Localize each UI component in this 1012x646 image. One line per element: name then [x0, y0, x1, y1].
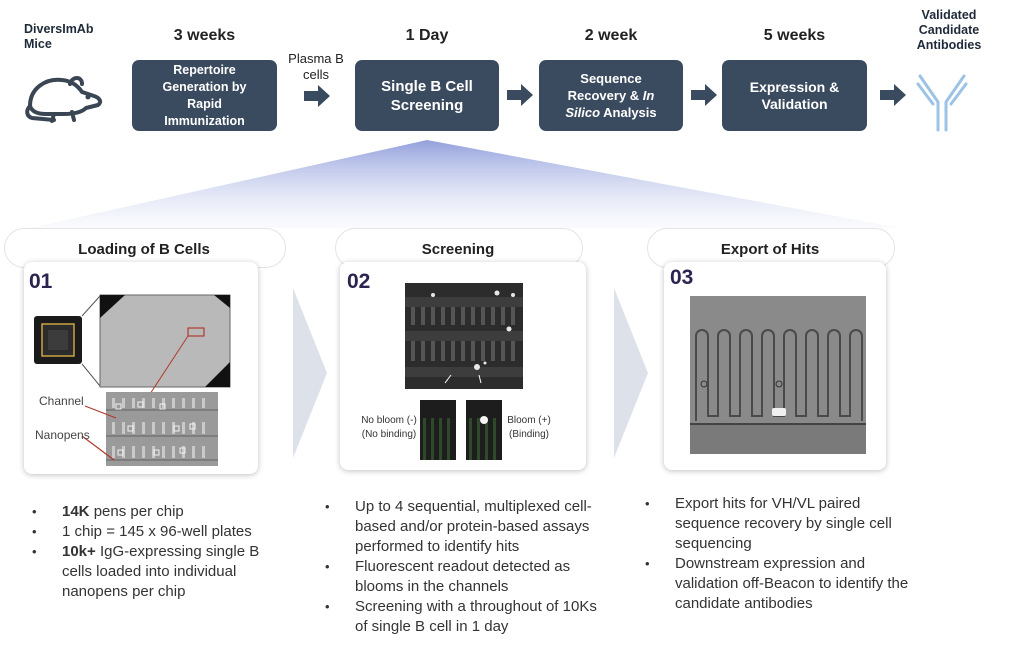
- bullet-item: Export hits for VH/VL paired sequence re…: [643, 494, 928, 554]
- validated-antibodies-label: Validated Candidate Antibodies: [916, 8, 982, 52]
- arrow-right-icon: [507, 84, 533, 106]
- chip-image: [34, 294, 231, 466]
- arrow-right-icon: [880, 84, 906, 106]
- no-bloom-image: [420, 400, 456, 460]
- chevron-right-icon: [614, 288, 648, 458]
- step-sequence-recovery: Sequence Recovery & In Silico Analysis: [539, 60, 683, 131]
- step-single-b-cell-screening: Single B Cell Screening: [355, 60, 499, 131]
- arrow-right-icon: [304, 85, 330, 107]
- step-label: Single B Cell Screening: [381, 77, 473, 114]
- bullet-item: Downstream expression and validation off…: [643, 554, 928, 614]
- mouse-icon: [25, 76, 103, 123]
- bloom-image: [466, 400, 502, 460]
- bullet-list-loading: 14K pens per chip 1 chip = 145 x 96-well…: [30, 502, 285, 602]
- bullet-item: 1 chip = 145 x 96-well plates: [30, 522, 285, 542]
- bullet-list-screening: Up to 4 sequential, multiplexed cell-bas…: [323, 497, 598, 637]
- panel-header-export: [647, 228, 895, 268]
- plasma-b-cells-label: Plasma B cells: [288, 51, 344, 82]
- duration-label-1: 3 weeks: [173, 27, 236, 44]
- bullet-item: Up to 4 sequential, multiplexed cell-bas…: [323, 497, 598, 557]
- channel-label: Channel: [39, 394, 84, 408]
- bullet-item: 14K pens per chip: [30, 502, 285, 522]
- step-expression-validation: Expression & Validation: [722, 60, 867, 131]
- no-bloom-label: No bloom (-) (No binding): [361, 415, 417, 440]
- funnel-highlight: [30, 140, 900, 228]
- step-number: 02: [347, 270, 371, 293]
- antibody-icon: [916, 74, 968, 132]
- step-label: Repertoire Generation by Rapid Immunizat…: [162, 62, 247, 128]
- step-label: Sequence Recovery & In Silico Analysis: [565, 71, 657, 120]
- bloom-label: Bloom (+) (Binding): [507, 415, 551, 440]
- screening-image: [405, 283, 523, 389]
- panel-title-export: Export of Hits: [720, 241, 820, 258]
- bullet-list-export: Export hits for VH/VL paired sequence re…: [643, 494, 928, 614]
- panel-header-loading: [4, 228, 286, 268]
- panel-title-screening: Screening: [421, 241, 495, 258]
- bullet-item: 10k+ IgG-expressing single B cells loade…: [30, 542, 285, 602]
- step-number: 03: [670, 266, 694, 289]
- nanopens-label: Nanopens: [35, 428, 90, 442]
- step-repertoire-generation: Repertoire Generation by Rapid Immunizat…: [132, 60, 277, 131]
- bullet-item: Screening with a throughout of 10Ks of s…: [323, 597, 598, 637]
- panel-title-loading: Loading of B Cells: [78, 241, 210, 258]
- duration-label-3: 2 week: [584, 27, 638, 44]
- duration-label-2: 1 Day: [405, 27, 449, 44]
- chevron-right-icon: [293, 288, 327, 458]
- duration-label-4: 5 weeks: [763, 27, 826, 44]
- export-image: [690, 296, 866, 454]
- step-label: Expression & Validation: [749, 78, 840, 112]
- step-number: 01: [29, 270, 53, 293]
- arrow-right-icon: [691, 84, 717, 106]
- source-label: DiversImAb Mice: [24, 22, 94, 51]
- bullet-item: Fluorescent readout detected as blooms i…: [323, 557, 598, 597]
